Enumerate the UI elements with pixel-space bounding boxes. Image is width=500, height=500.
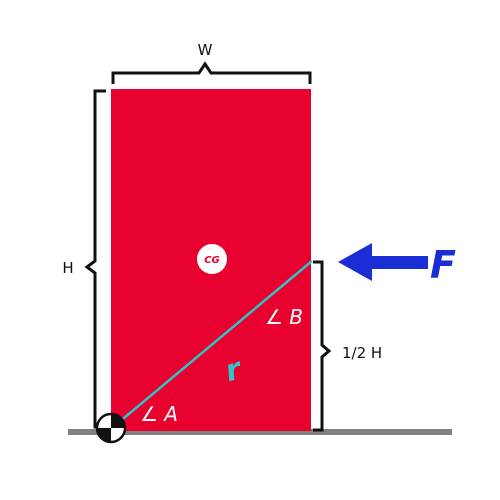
half-height-label: 1/2 H — [342, 344, 382, 362]
radius-line — [111, 260, 313, 429]
width-bracket — [111, 61, 312, 84]
angle-a-label: ∠ A — [140, 402, 178, 426]
cg-label: CG — [204, 255, 220, 266]
force-arrow-icon — [338, 243, 428, 281]
force-label: F — [430, 243, 456, 287]
center-of-gravity-icon: CG — [197, 244, 227, 274]
pivot-marker-icon — [95, 412, 127, 444]
half-height-bracket — [313, 260, 332, 432]
ground-line — [68, 429, 452, 435]
angle-b-label: ∠ B — [265, 305, 303, 329]
height-bracket — [84, 89, 106, 429]
width-label: W — [198, 41, 213, 59]
height-label: H — [62, 259, 73, 277]
